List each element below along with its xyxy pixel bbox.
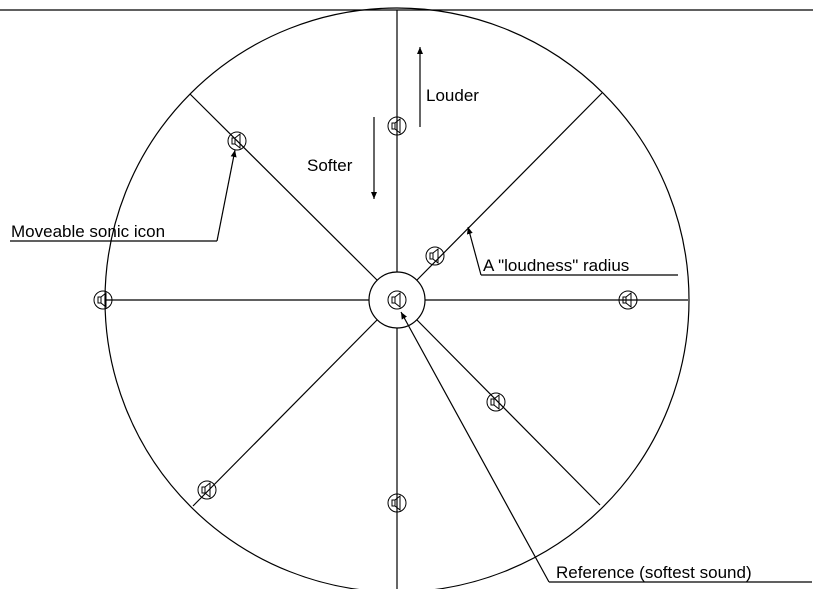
- moveable-icon-label: Moveable sonic icon: [11, 222, 165, 241]
- softer-label: Softer: [307, 156, 353, 175]
- radius-northeast: [416, 92, 603, 281]
- speaker-icon[interactable]: [486, 392, 506, 412]
- reference-leader: [400, 311, 550, 583]
- radius-northwest: [189, 93, 378, 281]
- loudness-radius-label: A "loudness" radius: [483, 256, 629, 275]
- reference-circle: [368, 271, 426, 329]
- radius-southeast: [416, 319, 601, 506]
- moveable-icon-leader: [216, 149, 237, 242]
- louder-label: Louder: [426, 86, 479, 105]
- reference-label: Reference (softest sound): [556, 563, 752, 582]
- loudness-radius-leader: [466, 226, 482, 276]
- outer-circle: [104, 7, 690, 589]
- radius-southwest: [192, 319, 378, 507]
- speaker-icon[interactable]: [387, 290, 407, 310]
- loudness-radii: [106, 10, 688, 589]
- speaker-icon[interactable]: [197, 480, 217, 500]
